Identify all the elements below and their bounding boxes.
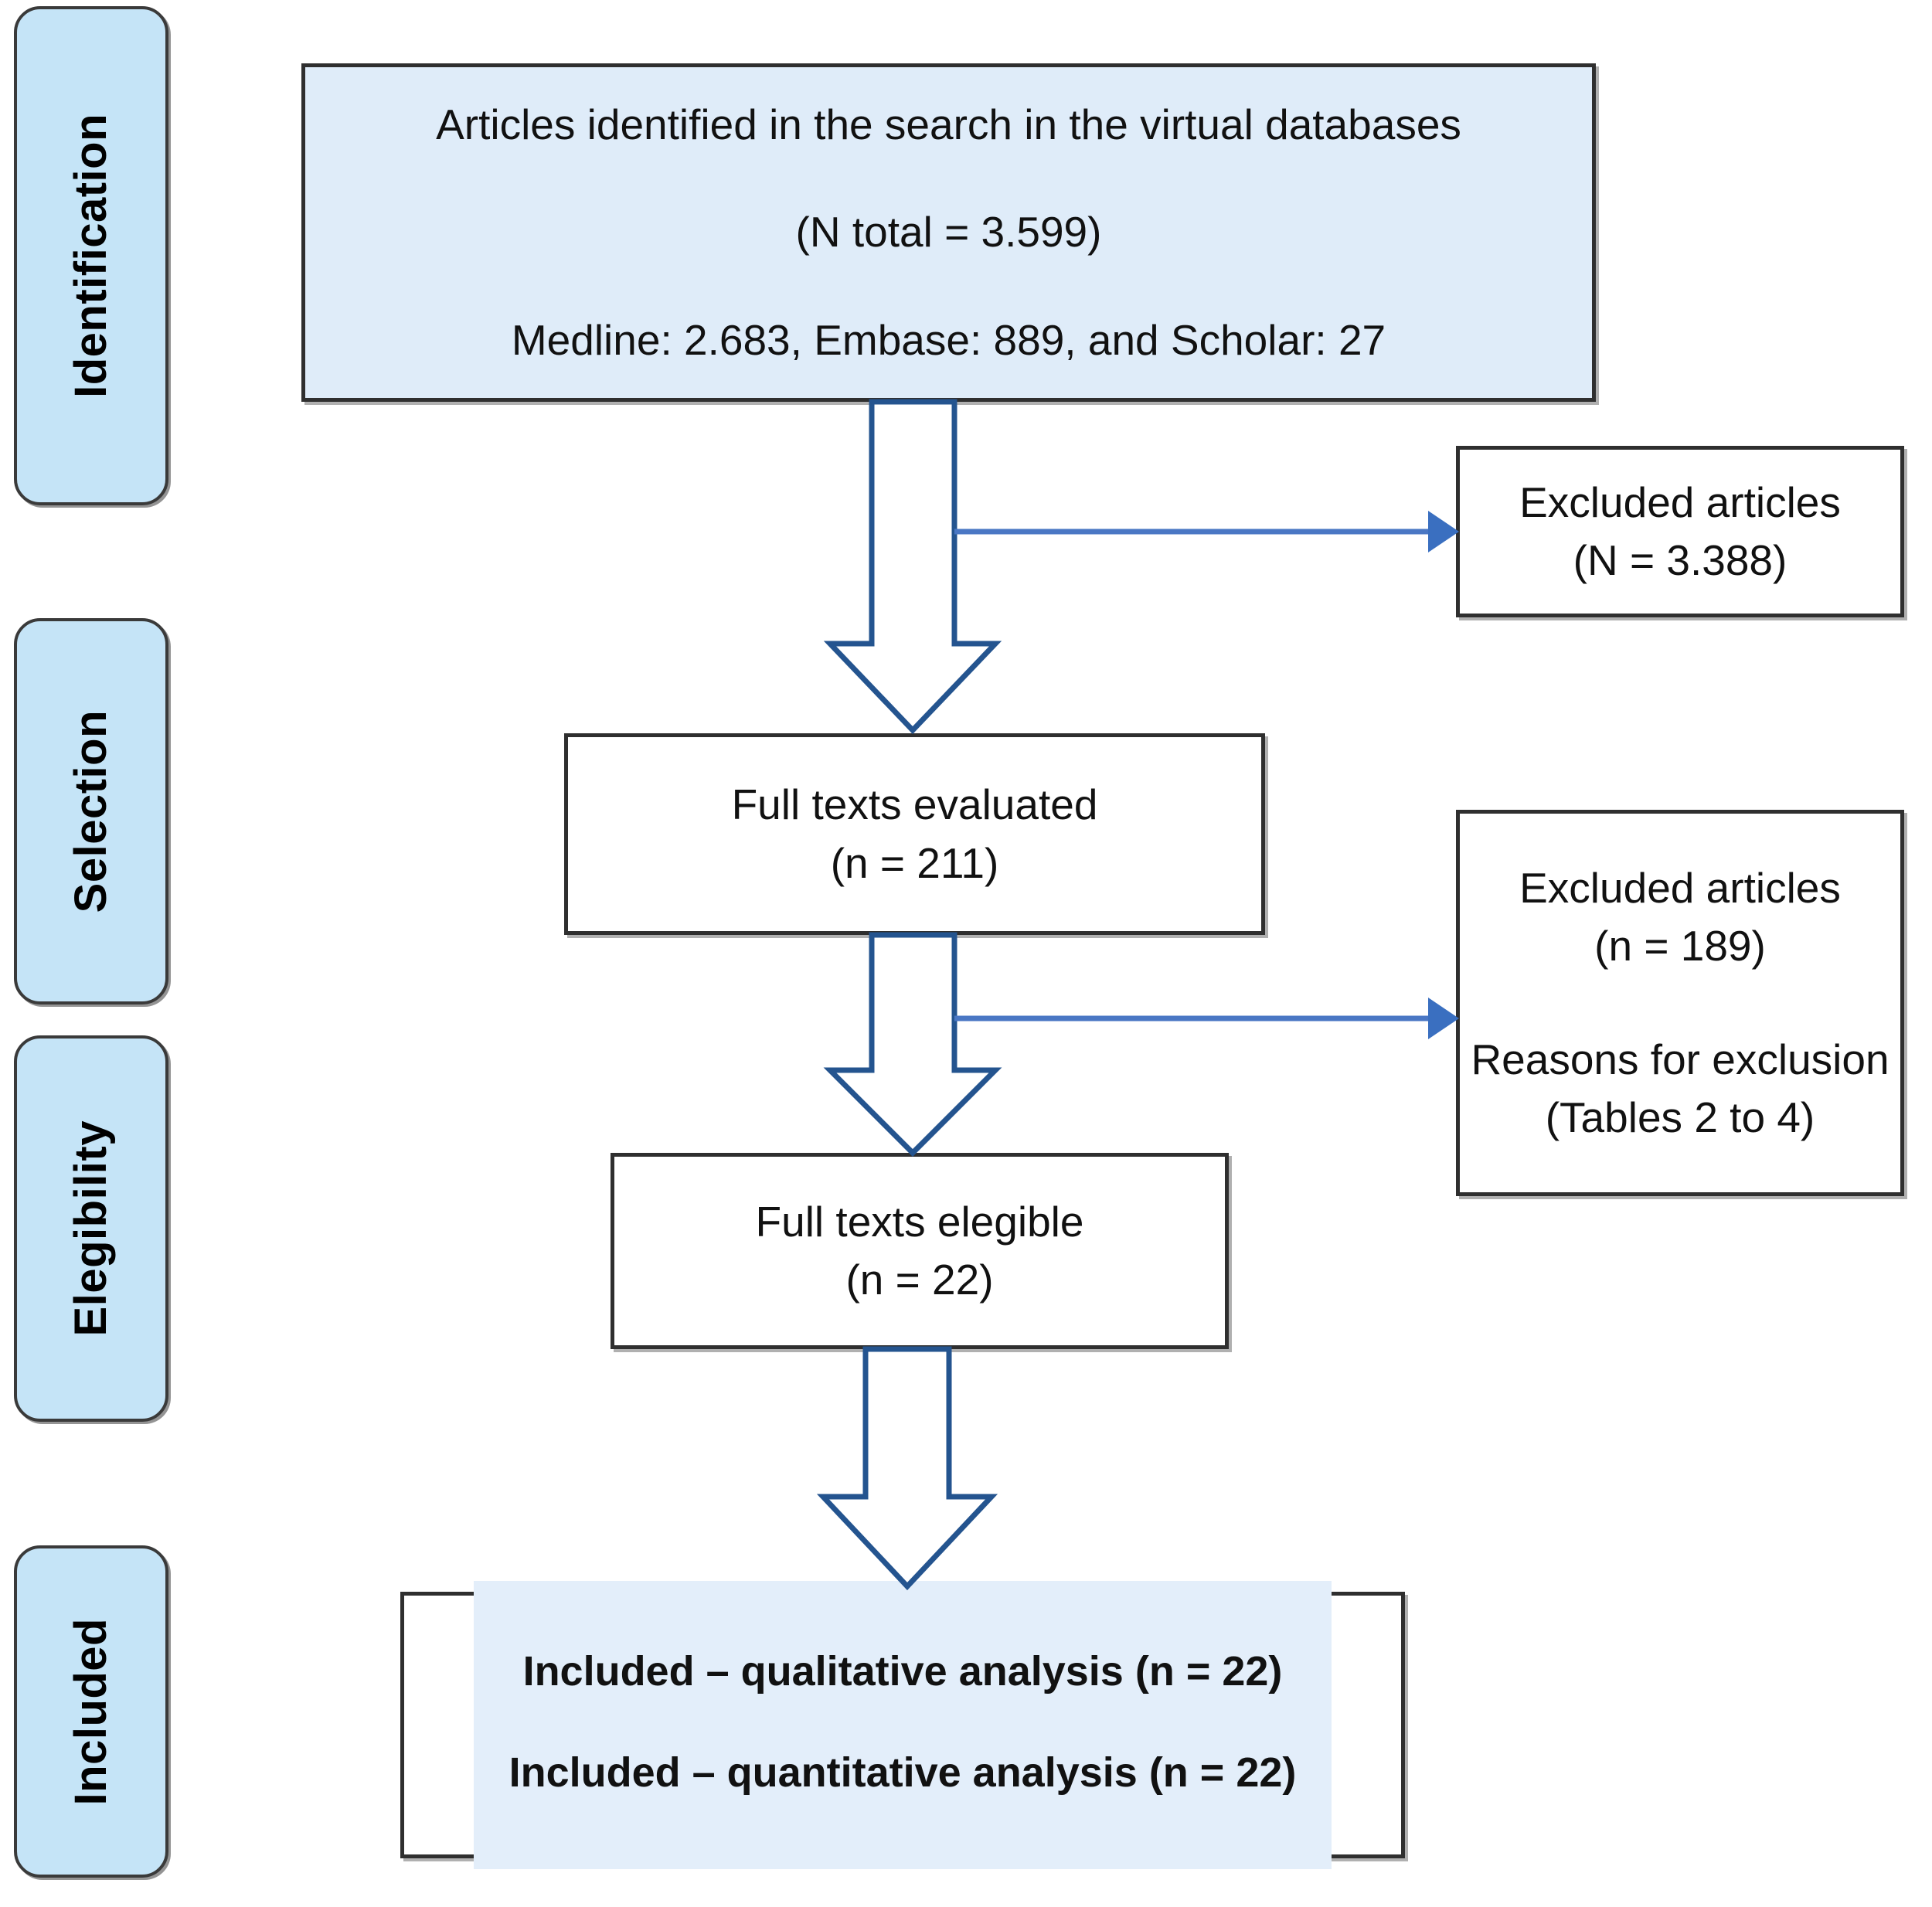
stage-label-selection-text: Selection: [66, 709, 116, 913]
included-highlight-band: Included – qualitative analysis (n = 22)…: [474, 1581, 1332, 1869]
excluded-screening-line-1: Excluded articles: [1519, 478, 1841, 526]
box-included-analysis: Included – qualitative analysis (n = 22)…: [400, 1581, 1405, 1869]
stage-label-elegibility-text: Elegibility: [66, 1120, 116, 1337]
stage-label-elegibility: Elegibility: [14, 1035, 168, 1422]
connector-arrowhead-excluded-eligibility: [1428, 998, 1459, 1039]
connector-arrowhead-excluded-screening: [1428, 511, 1459, 552]
stage-label-identification: Identification: [14, 6, 168, 505]
block-arrow-identified-to-evaluated: [823, 399, 1002, 735]
articles-identified-line-1: Articles identified in the search in the…: [436, 100, 1461, 149]
box-excluded-articles-screening: Excluded articles (N = 3.388): [1456, 446, 1904, 617]
full-texts-eligible-line-2: (n = 22): [845, 1256, 994, 1304]
included-quantitative-line: Included – quantitative analysis (n = 22…: [509, 1749, 1297, 1796]
block-arrow-eligible-to-included: [816, 1346, 998, 1591]
box-articles-identified: Articles identified in the search in the…: [301, 63, 1596, 402]
excluded-eligibility-line-2: (n = 189): [1594, 921, 1766, 970]
box-excluded-articles-eligibility: Excluded articles (n = 189) Reasons for …: [1456, 810, 1904, 1196]
stage-label-included: Included: [14, 1545, 168, 1878]
stage-label-identification-text: Identification: [66, 114, 116, 398]
included-qualitative-line: Included – qualitative analysis (n = 22): [522, 1648, 1283, 1695]
articles-identified-line-2: (N total = 3.599): [795, 208, 1102, 257]
full-texts-evaluated-line-2: (n = 211): [830, 838, 999, 887]
excluded-screening-line-2: (N = 3.388): [1573, 536, 1787, 584]
stage-label-included-text: Included: [66, 1617, 116, 1806]
stage-label-selection: Selection: [14, 618, 168, 1004]
excluded-eligibility-line-5: (Tables 2 to 4): [1545, 1093, 1815, 1142]
block-arrow-evaluated-to-eligible: [823, 932, 1002, 1157]
full-texts-evaluated-line-1: Full texts evaluated: [731, 780, 1098, 829]
box-full-texts-evaluated: Full texts evaluated (n = 211): [564, 733, 1265, 935]
articles-identified-line-3: Medline: 2.683, Embase: 889, and Scholar…: [511, 315, 1386, 364]
box-full-texts-eligible: Full texts elegible (n = 22): [611, 1153, 1229, 1349]
full-texts-eligible-line-1: Full texts elegible: [755, 1197, 1084, 1246]
excluded-eligibility-line-4: Reasons for exclusion: [1471, 1035, 1889, 1083]
excluded-eligibility-line-1: Excluded articles: [1519, 863, 1841, 912]
